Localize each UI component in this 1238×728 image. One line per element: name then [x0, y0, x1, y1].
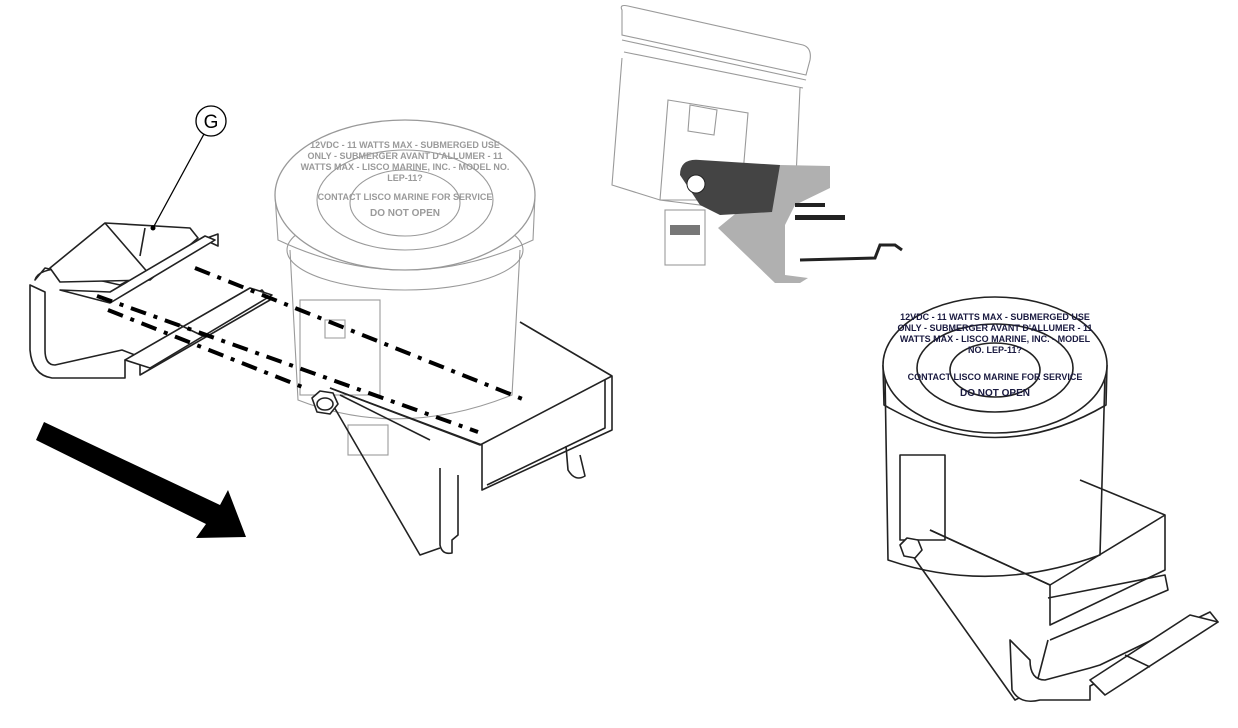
cap-warning-text: DO NOT OPEN — [369, 208, 440, 219]
clip-g — [29, 222, 273, 379]
cap-warning-text-right: DO NOT OPEN — [959, 388, 1030, 399]
cap-outer-text: 12VDC - 11 WATTS MAX - SUBMERGED USE ONL… — [300, 140, 510, 183]
bolt-left — [311, 390, 339, 415]
cap-top — [274, 119, 536, 271]
right-assembly — [882, 296, 1219, 703]
cap-outer-text-right: 12VDC - 11 WATTS MAX - SUBMERGED USE ONL… — [897, 312, 1093, 355]
cap-inner-text: CONTACT LISCO MARINE FOR SERVICE — [317, 192, 493, 202]
side-view-detail — [611, 4, 903, 283]
callout-label: G — [204, 112, 219, 133]
tray-bracket-left — [329, 321, 613, 556]
alignment-line — [194, 266, 526, 402]
clip-shade-side — [718, 165, 830, 283]
callout-g: G — [152, 105, 227, 229]
left-assembly: G — [29, 105, 613, 556]
direction-arrow — [36, 422, 246, 538]
light-unit-left — [274, 119, 536, 456]
cap-inner-text-right: CONTACT LISCO MARINE FOR SERVICE — [907, 372, 1083, 382]
alignment-line — [96, 294, 479, 434]
bracket-shade-side — [680, 159, 780, 215]
alignment-lines — [96, 266, 526, 434]
